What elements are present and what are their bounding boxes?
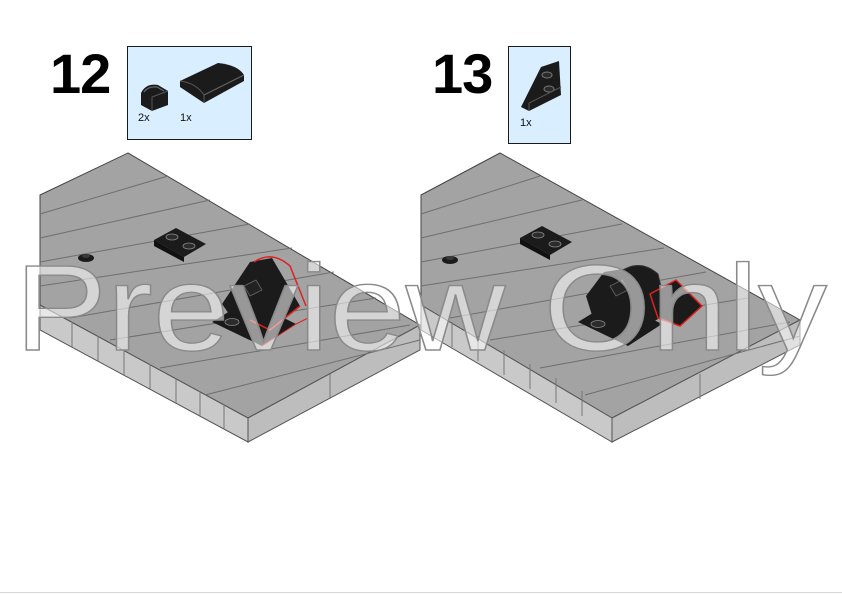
step-number-13: 13	[432, 42, 493, 105]
page-bottom-divider	[0, 592, 842, 593]
part-qty: 2x	[138, 112, 150, 124]
parts-callout-step-13: 1x	[508, 46, 571, 144]
parts-callout-step-12: 2x 1x	[127, 46, 252, 140]
part-qty: 1x	[180, 112, 192, 124]
wedge-plate-icon	[521, 61, 562, 111]
curved-slope-2x2-icon	[179, 63, 245, 103]
baseplate-step-13	[420, 152, 802, 443]
curved-slope-1x1-icon	[141, 84, 169, 111]
baseplate-step-12	[39, 152, 422, 443]
step-number-12: 12	[50, 42, 111, 105]
part-qty: 1x	[520, 117, 532, 129]
